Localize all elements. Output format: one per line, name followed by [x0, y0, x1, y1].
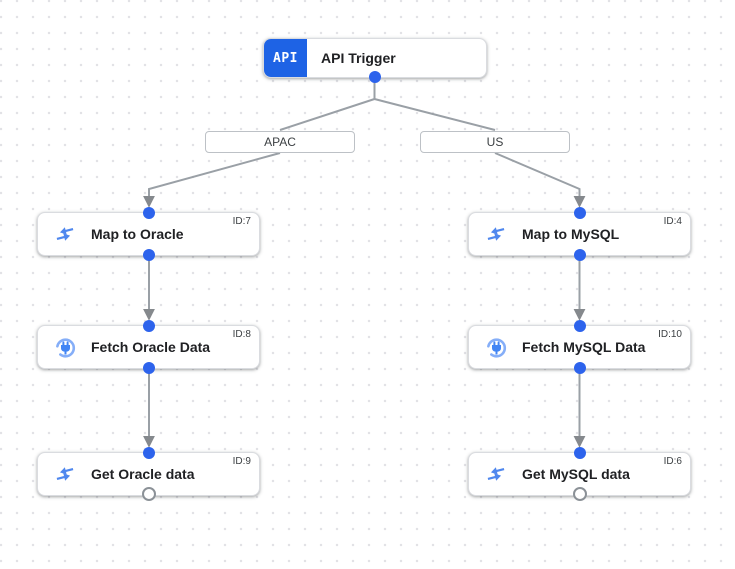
task-node-label: Get Oracle data	[91, 466, 195, 482]
task-node-label: Fetch MySQL Data	[522, 339, 646, 355]
task-node-get-oracle[interactable]: Get Oracle data ID:9	[37, 447, 260, 501]
connector-icon	[482, 336, 510, 359]
input-connection-dot[interactable]	[573, 207, 586, 219]
input-connection-dot[interactable]	[573, 447, 586, 459]
output-connection-dot[interactable]	[572, 487, 587, 501]
task-node-label: Get MySQL data	[522, 466, 630, 482]
task-node-get-mysql[interactable]: Get MySQL data ID:6	[468, 447, 691, 501]
node-id-badge: ID:10	[658, 329, 682, 340]
branch-label-us[interactable]: US	[420, 131, 570, 153]
task-node-fetch-oracle[interactable]: Fetch Oracle Data ID:8	[37, 320, 260, 374]
data-mapping-icon	[482, 224, 510, 244]
output-connection-dot[interactable]	[141, 487, 156, 501]
output-connection-dot[interactable]	[369, 71, 381, 83]
task-node-label: Fetch Oracle Data	[91, 339, 211, 355]
api-trigger-label: API Trigger	[321, 50, 396, 66]
input-connection-dot[interactable]	[142, 207, 155, 219]
api-trigger-icon: API	[264, 39, 307, 77]
input-connection-dot[interactable]	[142, 447, 155, 459]
node-id-badge: ID:6	[663, 456, 682, 467]
node-id-badge: ID:9	[232, 456, 251, 467]
connector-icon	[51, 336, 79, 359]
node-id-badge: ID:8	[232, 329, 251, 340]
api-trigger-node[interactable]: API API Trigger	[263, 38, 487, 83]
input-connection-dot[interactable]	[573, 320, 586, 332]
data-mapping-icon	[51, 464, 79, 484]
data-mapping-icon	[482, 464, 510, 484]
task-node-map-oracle[interactable]: Map to Oracle ID:7	[37, 207, 260, 261]
node-id-badge: ID:4	[663, 216, 682, 227]
output-connection-dot[interactable]	[573, 249, 586, 261]
node-id-badge: ID:7	[232, 216, 251, 227]
task-node-map-mysql[interactable]: Map to MySQL ID:4	[468, 207, 691, 261]
task-node-label: Map to Oracle	[91, 226, 184, 242]
output-connection-dot[interactable]	[573, 362, 586, 374]
output-connection-dot[interactable]	[142, 249, 155, 261]
input-connection-dot[interactable]	[142, 320, 155, 332]
data-mapping-icon	[51, 224, 79, 244]
output-connection-dot[interactable]	[142, 362, 155, 374]
task-node-fetch-mysql[interactable]: Fetch MySQL Data ID:10	[468, 320, 691, 374]
branch-label-apac[interactable]: APAC	[205, 131, 355, 153]
task-node-label: Map to MySQL	[522, 226, 620, 242]
